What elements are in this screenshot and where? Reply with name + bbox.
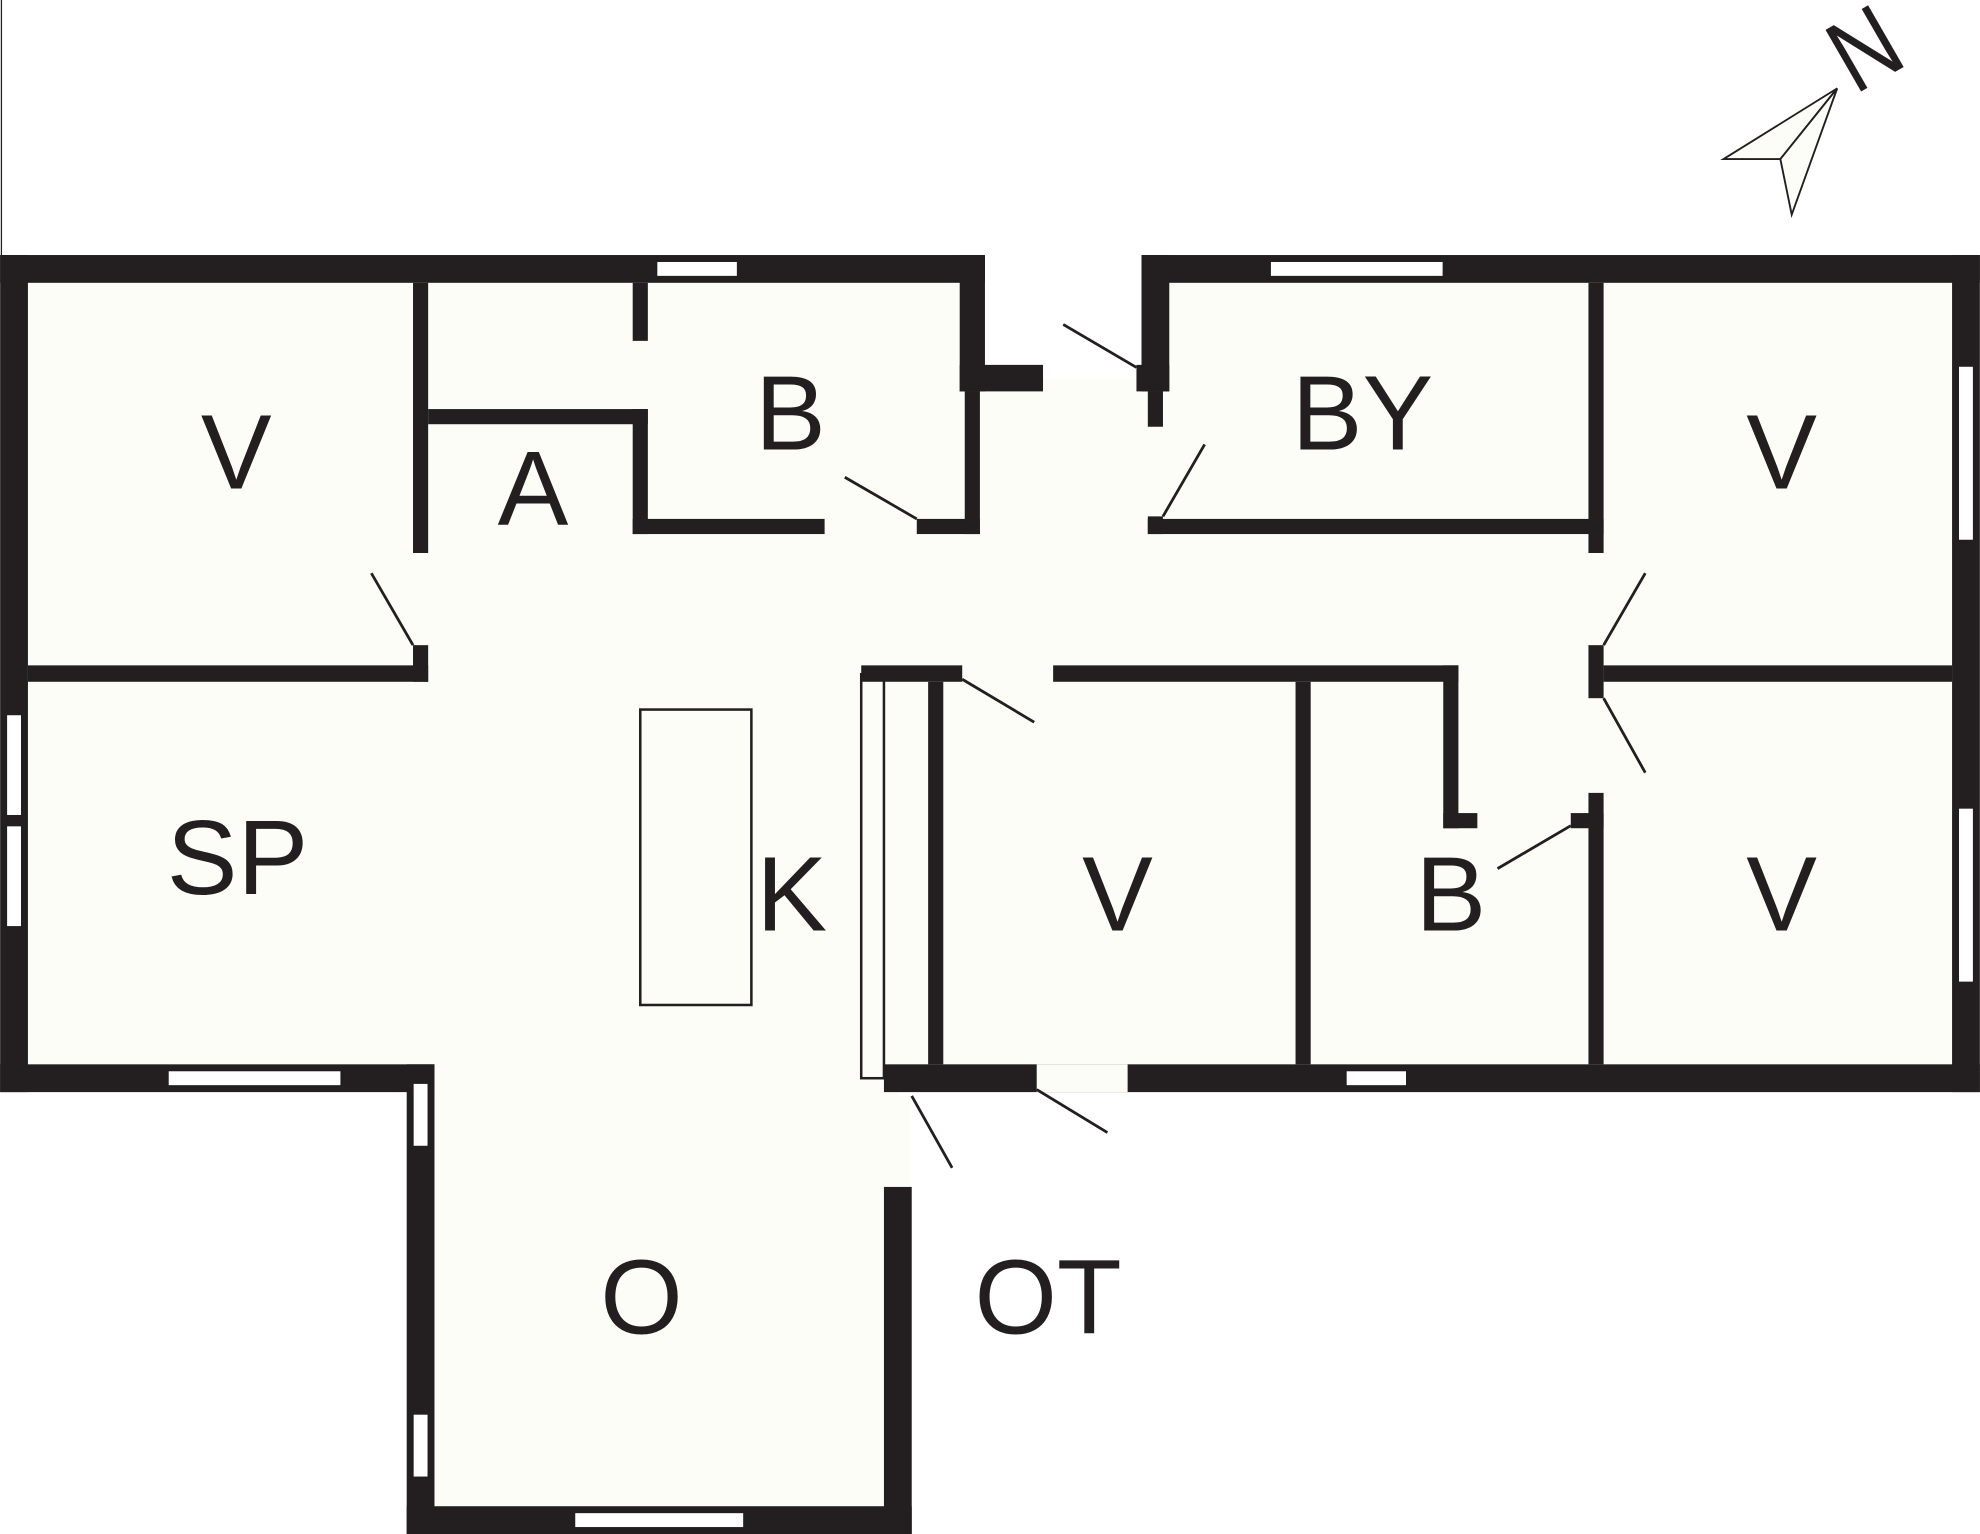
door-swings (370, 323, 1647, 1169)
room-label-b: B (1415, 836, 1486, 954)
floor-area (14, 268, 1966, 1521)
windows (5, 260, 1975, 1529)
room-label-o: O (600, 1238, 683, 1356)
room-label-sp: SP (167, 799, 308, 917)
room-label-a: A (498, 430, 569, 548)
north-arrow-icon (1720, 87, 1839, 219)
kitchen-island (639, 708, 753, 1007)
room-labels: V A B BY V SP K V B V O OT (167, 354, 1817, 1356)
room-label-k: K (756, 836, 827, 954)
room-label-b: B (755, 354, 826, 472)
room-label-v: V (1746, 394, 1817, 512)
room-label-by: BY (1292, 354, 1433, 472)
interior-walls (27, 282, 1953, 1080)
room-label-ot: OT (974, 1238, 1121, 1356)
room-label-v: V (1746, 836, 1817, 954)
room-label-v: V (1082, 836, 1153, 954)
room-label-v: V (201, 394, 272, 512)
